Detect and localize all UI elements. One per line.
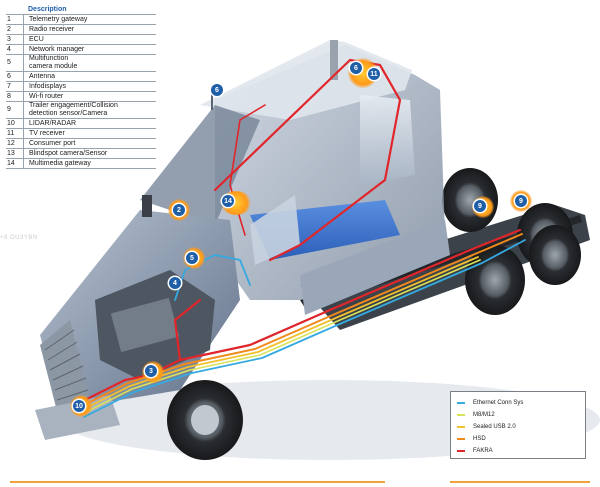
legend-item-fakra: FAKRA <box>451 445 585 457</box>
row-number: 9 <box>6 102 24 118</box>
legend-item-m8m12: M8/M12 <box>451 409 585 421</box>
marker-2: 2 <box>173 204 185 216</box>
description-row: 12 Consumer port <box>6 138 156 148</box>
description-row: 14 Multimedia gateway <box>6 158 156 169</box>
marker-9a: 9 <box>474 200 486 212</box>
description-header: Description <box>28 6 67 13</box>
front-hub <box>191 405 219 435</box>
description-row: 9 Trailer engagement/Collision detection … <box>6 101 156 118</box>
description-row: 2 Radio receiver <box>6 24 156 34</box>
marker-11: 11 <box>368 68 380 80</box>
door-window <box>250 195 300 265</box>
description-row: 3 ECU <box>6 34 156 44</box>
legend-swatch <box>457 402 465 404</box>
row-label: Blindspot camera/Sensor <box>29 149 108 157</box>
legend-swatch <box>457 438 465 440</box>
row-number: 7 <box>6 82 24 91</box>
row-number: 14 <box>6 159 24 168</box>
windshield <box>140 105 260 225</box>
description-row: 5 Multifunction camera module <box>6 54 156 71</box>
row-label: Multifunction camera module <box>29 55 78 70</box>
row-number: 13 <box>6 149 24 158</box>
exhaust-stack <box>330 40 338 80</box>
row-number: 11 <box>6 129 24 138</box>
marker-6: 6 <box>211 84 223 96</box>
route-hsd <box>77 233 523 409</box>
row-label: TV receiver <box>29 129 65 137</box>
cable-routes <box>73 58 526 418</box>
legend-swatch <box>457 450 465 452</box>
marker-3: 3 <box>145 365 157 377</box>
row-label: Multimedia gateway <box>29 159 91 167</box>
legend-item-hsd: HSD <box>451 433 585 445</box>
row-label: Network manager <box>29 45 85 53</box>
grille-slats <box>44 329 89 401</box>
engine-block <box>110 297 180 353</box>
row-number: 4 <box>6 45 24 54</box>
legend-label: HSD <box>473 436 486 442</box>
mirror <box>142 195 152 217</box>
marker-4: 4 <box>169 277 181 289</box>
legend-swatch <box>457 426 465 428</box>
legend-label: Sealed USB 2.0 <box>473 424 516 430</box>
footer-accent-line-left <box>10 481 385 483</box>
description-table: Description 1 Telemetry gateway 2 Radio re… <box>6 5 156 169</box>
description-row: 13 Blindspot camera/Sensor <box>6 148 156 158</box>
rear-tire-3 <box>465 245 525 315</box>
route-m8m12 <box>81 259 481 415</box>
row-label: LIDAR/RADAR <box>29 119 77 127</box>
grille <box>40 320 90 415</box>
description-row: 1 Telemetry gateway <box>6 14 156 24</box>
description-row: 11 TV receiver <box>6 128 156 138</box>
description-row: 4 Network manager <box>6 44 156 54</box>
route-fakra <box>73 58 522 407</box>
legend-label: M8/M12 <box>473 412 495 418</box>
rear-tire-4 <box>529 225 581 285</box>
row-label: Infodisplays <box>29 82 66 90</box>
marker-5: 5 <box>186 252 198 264</box>
marker-14: 14 <box>222 195 234 207</box>
row-label: Antenna <box>29 72 56 80</box>
footer-accent-line-right <box>450 481 590 483</box>
row-label: ECU <box>29 35 44 43</box>
row-label: Consumer port <box>29 139 76 147</box>
sleeper-window <box>360 95 415 185</box>
description-row: 10 LIDAR/RADAR <box>6 118 156 128</box>
description-row: 7 Infodisplays <box>6 81 156 91</box>
row-label: Wi-fi router <box>29 92 64 100</box>
row-number: 3 <box>6 35 24 44</box>
marker-9b: 9 <box>515 195 527 207</box>
row-label: Telemetry gateway <box>29 15 88 23</box>
cable-legend: Ethernet Conn Sys M8/M12 Sealed USB 2.0 … <box>450 391 586 459</box>
row-label: Trailer engagement/Collision detection s… <box>29 102 118 117</box>
description-row: 8 Wi-fi router <box>6 91 156 101</box>
marker-6b: 6 <box>350 62 362 74</box>
legend-item-usb: Sealed USB 2.0 <box>451 421 585 433</box>
row-number: 6 <box>6 72 24 81</box>
row-number: 1 <box>6 15 24 24</box>
row-number: 5 <box>6 55 24 71</box>
row-number: 12 <box>6 139 24 148</box>
row-number: 10 <box>6 119 24 128</box>
legend-label: FAKRA <box>473 448 493 454</box>
marker-10: 10 <box>73 400 85 412</box>
legend-swatch <box>457 414 465 416</box>
route-usb <box>79 256 479 412</box>
route-ethernet <box>83 239 526 418</box>
side-skirt <box>300 220 450 315</box>
legend-item-ethernet: Ethernet Conn Sys <box>451 397 585 409</box>
row-label: Radio receiver <box>29 25 75 33</box>
watermark-text: +8 OU3YBN <box>0 235 38 241</box>
row-number: 8 <box>6 92 24 101</box>
description-row: 6 Antenna <box>6 71 156 81</box>
legend-label: Ethernet Conn Sys <box>473 400 524 406</box>
row-number: 2 <box>6 25 24 34</box>
